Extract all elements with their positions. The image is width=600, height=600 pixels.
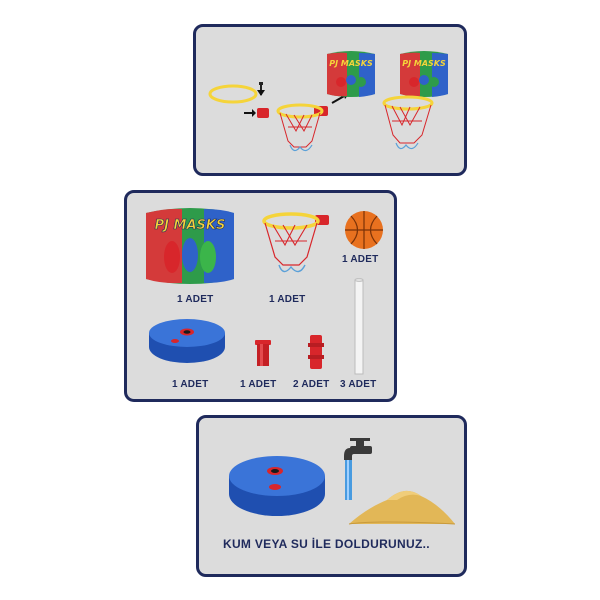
- screw-icon: [257, 82, 265, 96]
- faucet-icon: [344, 438, 372, 500]
- parts-panel: PJ MASKS 1 ADET 1 ADET 1 ADET 1 ADET 1 A…: [124, 190, 397, 402]
- part-qty-label: 3 ADET: [340, 379, 377, 390]
- assembly-panel: PJ MASKS PJ MASKS: [193, 24, 467, 176]
- short-connector-icon: [255, 340, 271, 366]
- hoop-ring-icon: [208, 84, 258, 104]
- backboard-icon: PJ MASKS: [400, 51, 448, 97]
- sand-pile-icon: [348, 490, 456, 525]
- logo-text: PJ MASKS: [402, 59, 446, 68]
- base-icon: [229, 456, 325, 516]
- base-icon: [149, 319, 225, 363]
- part-qty-label: 1 ADET: [177, 294, 214, 305]
- part-qty-label: 1 ADET: [342, 254, 379, 265]
- backboard-icon: PJ MASKS: [327, 51, 375, 97]
- ball-icon: [345, 211, 383, 249]
- pole-icon: [354, 278, 364, 375]
- logo-text: PJ MASKS: [329, 59, 373, 68]
- hoop-net-icon: [262, 212, 329, 273]
- part-qty-label: 1 ADET: [172, 379, 209, 390]
- fill-instructions-panel: KUM VEYA SU İLE DOLDURUNUZ..: [196, 415, 467, 577]
- backboard-icon: PJ MASKS: [146, 208, 234, 284]
- hoop-net-step-icon: [276, 103, 328, 152]
- part-qty-label: 1 ADET: [240, 379, 277, 390]
- fill-instruction-text: KUM VEYA SU İLE DOLDURUNUZ..: [223, 537, 430, 551]
- part-qty-label: 1 ADET: [269, 294, 306, 305]
- assembled-hoop-icon: [382, 95, 434, 150]
- part-qty-label: 2 ADET: [293, 379, 330, 390]
- pole-connector-icon: [308, 335, 324, 369]
- logo-text: PJ MASKS: [155, 218, 226, 233]
- bracket-icon: [244, 108, 269, 118]
